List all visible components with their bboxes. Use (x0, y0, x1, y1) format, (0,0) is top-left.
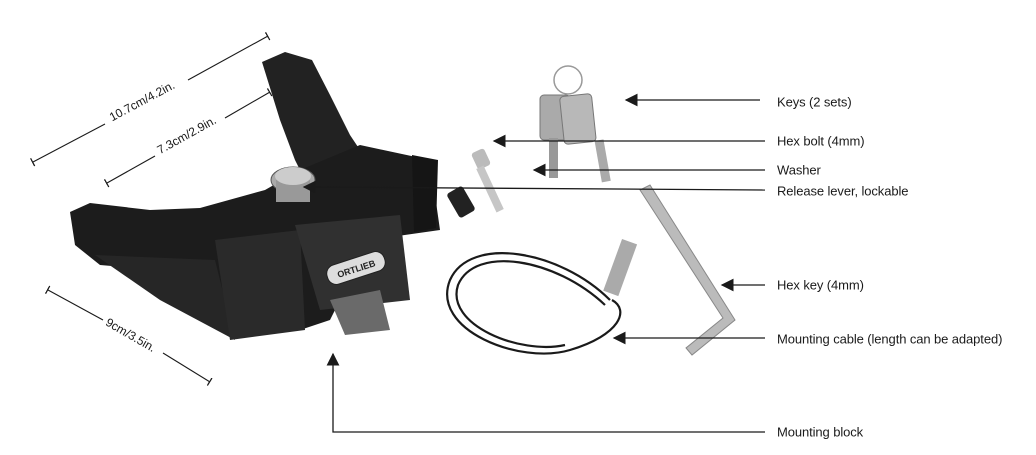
washer-image (447, 186, 475, 218)
mounting-cable-image (446, 252, 622, 355)
dimension-inner-width-line (103, 88, 273, 188)
dimension-depth-line (44, 285, 213, 386)
release-lever-callout-line (302, 180, 766, 194)
label-keys: Keys (2 sets) (777, 94, 852, 110)
label-hex-bolt: Hex bolt (4mm) (777, 133, 865, 149)
label-hex-key: Hex key (4mm) (777, 277, 864, 293)
hex-bolt-image (471, 148, 504, 213)
dimension-outer-width-line (29, 32, 271, 167)
handlebar-mount-image: ORTLIEB (70, 52, 440, 340)
mounting-block-callout-line (326, 352, 765, 433)
label-release-lever: Release lever, lockable (777, 183, 909, 199)
keys-image (539, 65, 611, 183)
label-mounting-block: Mounting block (777, 424, 864, 440)
hex-key-image (603, 184, 736, 356)
label-washer: Washer (777, 162, 821, 178)
label-mounting-cable: Mounting cable (length can be adapted) (777, 331, 1003, 347)
